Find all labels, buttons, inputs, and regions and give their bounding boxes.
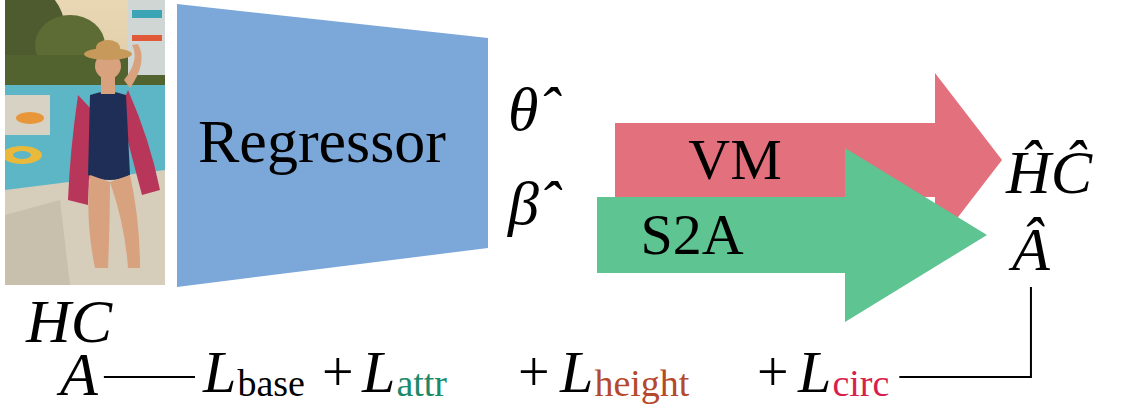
loss-subscript: height — [594, 364, 689, 402]
photo-float-hole — [13, 151, 31, 159]
photo-slide-rail — [132, 35, 162, 41]
node-label: VM — [688, 131, 781, 189]
plus-sign: + — [518, 344, 550, 400]
plus-sign: + — [322, 344, 354, 400]
output-symbol: ĤĈ — [1006, 141, 1092, 203]
photo-slide-rail — [132, 10, 162, 18]
loss-symbol: L — [798, 342, 831, 402]
photo-kimono-left — [68, 95, 92, 205]
output-symbol: Â — [1012, 218, 1050, 280]
parameter-symbol: θ̂ — [508, 78, 538, 140]
photo — [5, 0, 165, 285]
photo-swimsuit — [88, 92, 130, 181]
photo-deck-shade — [5, 200, 70, 285]
leader-line — [899, 287, 1031, 377]
ground-truth-symbol: A — [60, 343, 98, 405]
node-label: Regressor — [198, 110, 446, 172]
photo-arm — [124, 44, 142, 88]
loss-subscript: circ — [832, 364, 889, 402]
loss-subscript: base — [237, 364, 305, 402]
photo-leg — [88, 175, 110, 268]
photo-float-ring — [5, 146, 42, 164]
loss-symbol: L — [560, 342, 593, 402]
loss-subscript: attr — [396, 364, 447, 402]
shape-fill — [597, 148, 987, 322]
parameter-symbol: β̂ — [508, 172, 539, 234]
photo-hat-crown — [96, 40, 120, 56]
node-label: S2A — [640, 206, 743, 264]
loss-symbol: L — [362, 342, 395, 402]
photo-leg — [110, 175, 140, 268]
s2a-arrow: S2A — [597, 148, 987, 322]
loss-symbol: L — [203, 342, 236, 402]
shape-fill — [177, 4, 488, 287]
leader-line — [104, 376, 195, 378]
plus-sign: + — [757, 344, 789, 400]
regressor-trapezoid: Regressor — [177, 4, 488, 287]
photo-lounger — [5, 95, 50, 135]
photo-float-ring — [16, 112, 44, 124]
